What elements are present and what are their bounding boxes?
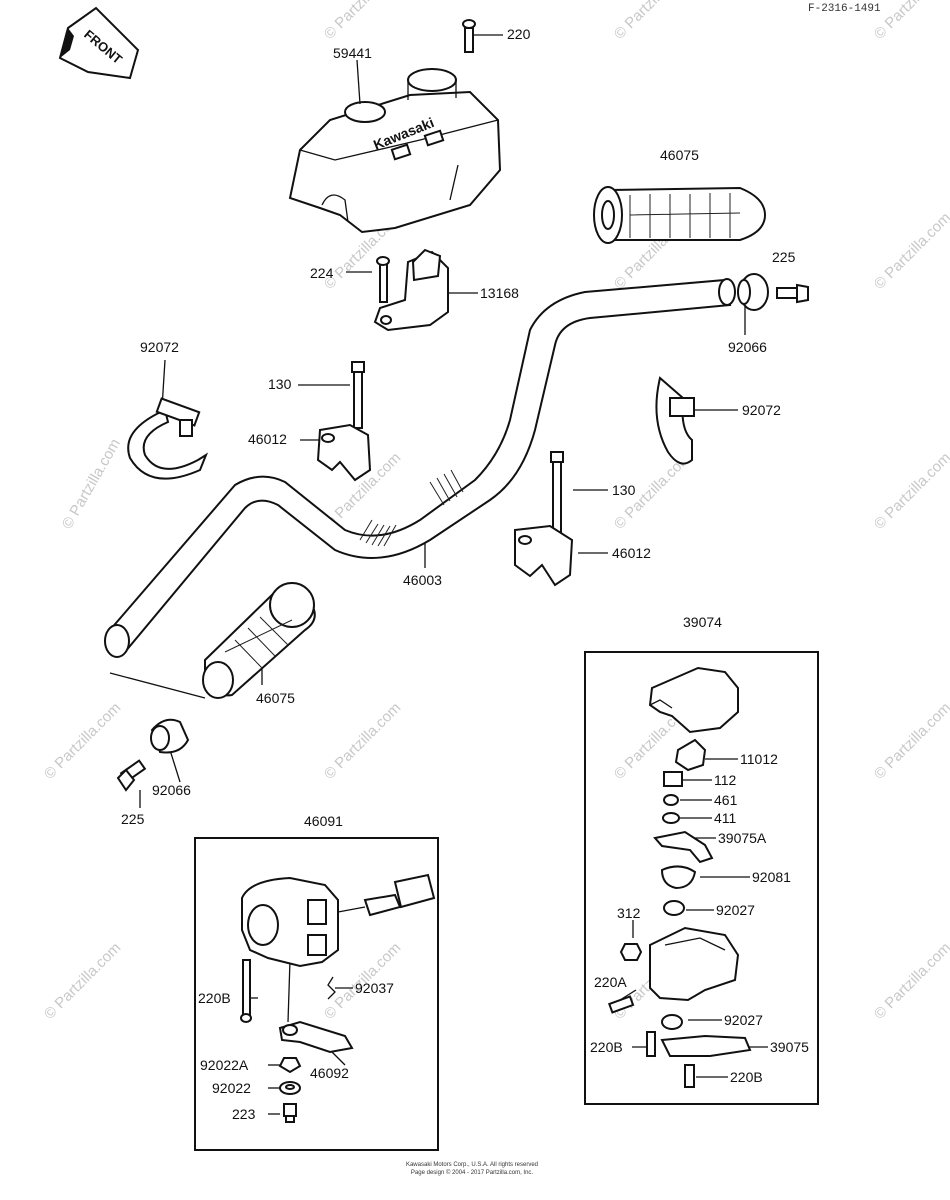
switch-plate: [653, 830, 714, 864]
switch-knob: [674, 738, 707, 772]
lever-plate: [278, 1020, 354, 1054]
figure-code: F-2316-1491: [808, 3, 881, 15]
copyright-line: Page design © 2004 - 2017 Partzilla.com,…: [411, 1169, 533, 1176]
part-label: 92072: [140, 339, 179, 355]
spring-clip-icon: [327, 976, 336, 1000]
right-switch-housing: [649, 926, 740, 1002]
washer-icon: [662, 794, 680, 824]
part-label: 39074: [683, 614, 722, 630]
watermark: © Partzilla.com: [321, 0, 404, 43]
part-label: 461: [714, 792, 738, 808]
callout-labels: 220 59441 46075 225 224 13168 92066 9207…: [121, 26, 809, 1122]
part-label: 92027: [716, 902, 755, 918]
watermark: © Partzilla.com: [41, 699, 124, 782]
part-label: 225: [772, 249, 796, 265]
grip-right: [593, 186, 767, 244]
watermark: © Partzilla.com: [871, 699, 950, 782]
left-switch-housing: [241, 873, 436, 968]
screw-icon: [283, 1103, 297, 1123]
part-label: 46091: [304, 813, 343, 829]
handlebar-holder: [514, 524, 574, 587]
copyright-line: Kawasaki Motors Corp., U.S.A. All rights…: [406, 1162, 538, 1168]
part-label: 224: [310, 265, 334, 281]
part-label: 220A: [594, 974, 627, 990]
washer-icon: [661, 1014, 683, 1030]
right-switch-box: [584, 651, 819, 1105]
part-label: 220: [507, 26, 531, 42]
bolt-icon: [550, 451, 564, 533]
watermark: © Partzilla.com: [871, 0, 950, 43]
screw-icon: [240, 959, 252, 1023]
part-label: 59441: [333, 45, 372, 61]
nut-icon: [619, 943, 643, 961]
bar-end-right: [737, 273, 769, 311]
part-label: 92072: [742, 402, 781, 418]
part-label: 130: [268, 376, 292, 392]
part-label: 92022: [212, 1080, 251, 1096]
cable-clamp-left: [127, 397, 209, 480]
lever-bracket: [373, 248, 449, 332]
part-label: 46075: [256, 690, 295, 706]
watermark: © Partzilla.com: [41, 939, 124, 1022]
handlebar-holder: [316, 423, 372, 482]
part-label: 92027: [724, 1012, 763, 1028]
part-label: 92037: [355, 980, 394, 996]
part-label: 92066: [152, 782, 191, 798]
screw-icon: [462, 19, 503, 53]
part-label: 220B: [590, 1039, 623, 1055]
switch-lever: [660, 1034, 752, 1057]
part-label: 46012: [248, 431, 287, 447]
bolt-icon: [776, 283, 809, 304]
bolt-icon: [116, 759, 147, 792]
screw-icon: [663, 771, 683, 787]
part-label: 13168: [480, 285, 519, 301]
part-label: 411: [714, 810, 737, 826]
part-label: 225: [121, 811, 145, 827]
washer-icon: [663, 900, 685, 916]
bar-end-left: [150, 718, 190, 754]
part-label: 46003: [403, 572, 442, 588]
watermark: © Partzilla.com: [871, 209, 950, 292]
watermark: © Partzilla.com: [611, 0, 694, 43]
part-label: 112: [714, 772, 737, 788]
part-label: 130: [612, 482, 636, 498]
part-label: 92081: [752, 869, 791, 885]
handlebar-cover: Kawasaki: [288, 68, 502, 234]
spring-icon: [660, 865, 697, 890]
part-label: 220B: [730, 1069, 763, 1085]
left-switch-box: [194, 837, 439, 1151]
watermark: © Partzilla.com: [871, 939, 950, 1022]
handlebar: [104, 278, 736, 658]
part-label: 223: [232, 1106, 256, 1122]
screw-icon: [376, 256, 390, 303]
screw-icon: [684, 1064, 695, 1088]
screw-icon: [646, 1031, 656, 1057]
part-label: 39075: [770, 1039, 809, 1055]
part-label: 92022A: [200, 1057, 249, 1073]
watermark: © Partzilla.com: [321, 699, 404, 782]
washer-icon: [278, 1057, 302, 1095]
part-label: 11012: [740, 751, 778, 767]
watermark: © Partzilla.com: [59, 436, 124, 532]
bolt-icon: [351, 361, 365, 429]
grip-left: [202, 582, 316, 699]
part-label: 92066: [728, 339, 767, 355]
right-switch-cover: [648, 666, 739, 734]
part-label: 46075: [660, 147, 699, 163]
watermark: © Partzilla.com: [871, 449, 950, 532]
part-label: 46012: [612, 545, 651, 561]
cable-clamp-right: [655, 376, 695, 465]
part-label: 312: [617, 905, 641, 921]
part-label: 220B: [198, 990, 231, 1006]
part-label: 39075A: [718, 830, 767, 846]
front-arrow-icon: FRONT: [58, 6, 140, 80]
screw-icon: [608, 995, 635, 1014]
part-label: 46092: [310, 1065, 349, 1081]
